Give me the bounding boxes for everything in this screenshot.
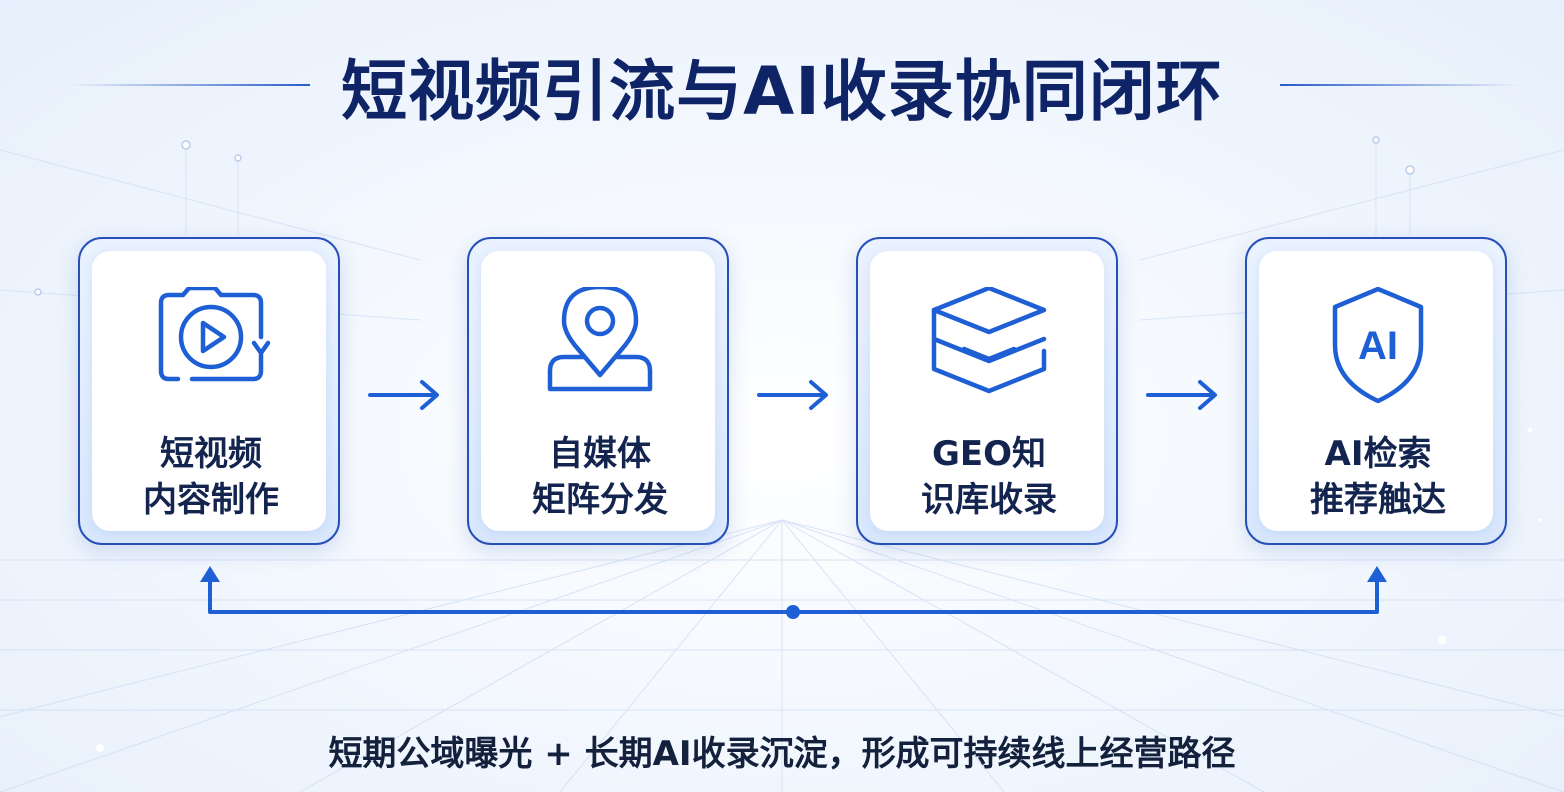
layered-stack-icon — [931, 287, 1047, 394]
location-pin-user-icon — [547, 287, 653, 392]
step-label-line2: 内容制作 — [143, 480, 279, 520]
step-card-media-distribution: 自媒体 矩阵分发 — [467, 237, 729, 545]
step-label: 自媒体 矩阵分发 — [481, 431, 719, 523]
step-label-line1: 自媒体 — [549, 434, 651, 474]
footer-caption: 短期公域曝光 + 长期AI收录沉淀，形成可持续线上经营路径 — [328, 734, 1236, 774]
title-divider-right — [1280, 84, 1520, 86]
ai-badge-text: AI — [1358, 324, 1398, 368]
step-label-line2: 识库收录 — [921, 480, 1057, 520]
step-label-line1: GEO知 — [931, 434, 1047, 474]
video-camera-icon — [158, 287, 271, 382]
step-label: AI检索 推荐触达 — [1259, 431, 1497, 523]
step-label-line2: 矩阵分发 — [532, 480, 668, 520]
step-label: GEO知 识库收录 — [870, 431, 1108, 523]
step-card-ai-recommendation: AI AI检索 推荐触达 — [1245, 237, 1507, 545]
step-card-video-production: 短视频 内容制作 — [78, 237, 340, 545]
title-divider-left — [70, 84, 310, 86]
step-label: 短视频 内容制作 — [92, 431, 330, 523]
step-label-line1: AI检索 — [1324, 434, 1432, 474]
step-label-line2: 推荐触达 — [1310, 480, 1446, 520]
step-label-line1: 短视频 — [160, 434, 262, 474]
step-card-geo-knowledge-base: GEO知 识库收录 — [856, 237, 1118, 545]
ai-shield-icon: AI — [1332, 287, 1424, 404]
page-title: 短视频引流与AI收录协同闭环 — [341, 53, 1223, 130]
